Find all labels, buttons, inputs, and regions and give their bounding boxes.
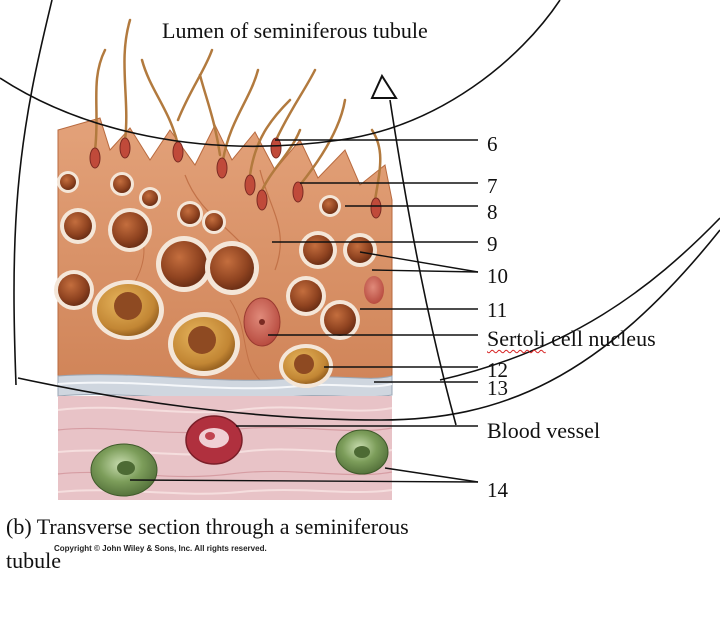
arrow-head-icon [370, 73, 398, 99]
leader-lines [129, 139, 479, 483]
spermatogonium [279, 344, 333, 388]
connective-tissue [57, 396, 393, 500]
spermatocyte-gold-left [92, 280, 164, 340]
label-blood-vessel: Blood vessel [487, 418, 601, 443]
label-8: 8 [487, 200, 498, 224]
tubule-outline-bottom [17, 229, 720, 421]
leader-14b [384, 467, 479, 483]
copyright-notice: Copyright © John Wiley & Sons, Inc. All … [54, 544, 267, 553]
spermatocyte-gold-mid [168, 312, 240, 376]
interstitial-cell-right [335, 429, 389, 475]
label-6: 6 [487, 132, 498, 156]
label-13: 13 [487, 376, 508, 400]
label-9: 9 [487, 232, 498, 256]
arrow-up-indicator [389, 99, 457, 426]
caption-line-1: (b) Transverse section through a seminif… [6, 514, 409, 539]
label-sertoli-cell-nucleus: Sertoli cell nucleus [487, 326, 656, 351]
sertoli-nucleus-small [364, 276, 384, 304]
label-11: 11 [487, 298, 508, 322]
leader-14a [129, 479, 479, 483]
spellcheck-word: Sertoli [487, 326, 546, 351]
tubule-outline-left [13, 0, 53, 386]
sertoli-nucleus [243, 297, 281, 347]
caption-line-2: tubule [6, 548, 61, 573]
label-7: 7 [487, 174, 498, 198]
label-10: 10 [487, 264, 508, 288]
leader-10a [359, 251, 479, 273]
tubule-outline-right [439, 217, 720, 381]
leader-10b [371, 269, 479, 273]
blood-vessel [185, 415, 243, 465]
label-14: 14 [487, 478, 508, 502]
label-12: 12 [487, 358, 508, 382]
lumen-title: Lumen of seminiferous tubule [162, 18, 428, 43]
interstitial-cell-left [90, 443, 158, 497]
sperm-cells [89, 18, 382, 219]
